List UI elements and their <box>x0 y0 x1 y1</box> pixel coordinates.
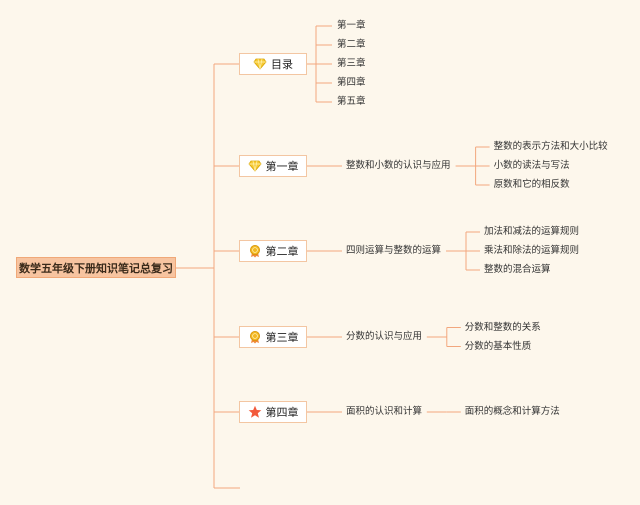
medal-icon <box>248 330 262 344</box>
topic-label[interactable]: 四则运算与整数的运算 <box>346 245 442 256</box>
leaf-item[interactable]: 小数的读法与写法 <box>493 160 570 171</box>
diamond-icon <box>253 57 267 71</box>
chapter-node-1[interactable]: 目录 <box>239 53 307 75</box>
leaf-item[interactable]: 分数的基本性质 <box>464 340 532 352</box>
topic-label[interactable]: 分数的认识与应用 <box>346 331 423 342</box>
chapter-label: 第二章 <box>265 245 299 258</box>
toc-item[interactable]: 第一章 <box>337 20 366 31</box>
star-icon <box>248 405 262 419</box>
root-label: 数学五年级下册知识笔记总复习 <box>19 261 173 275</box>
diamond-icon <box>247 159 262 173</box>
chapter-node-3[interactable]: 第二章 <box>239 240 307 262</box>
chapter-label: 第一章 <box>265 160 299 173</box>
chapter-label: 第三章 <box>265 331 299 344</box>
chapter-label: 目录 <box>271 58 293 71</box>
chapter-node-2[interactable]: 第一章 <box>239 155 307 177</box>
toc-item[interactable]: 第三章 <box>337 58 366 69</box>
leaf-item[interactable]: 整数的混合运算 <box>484 264 551 275</box>
root-node[interactable]: 数学五年级下册知识笔记总复习 <box>16 257 176 278</box>
leaf-item[interactable]: 整数的表示方法和大小比较 <box>493 141 608 152</box>
toc-item[interactable]: 第五章 <box>337 96 366 107</box>
leaf-item[interactable]: 加法和减法的运算规则 <box>484 226 580 237</box>
leaf-item[interactable]: 乘法和除法的运算规则 <box>484 245 580 256</box>
leaf-item[interactable]: 面积的概念和计算方法 <box>464 406 560 417</box>
chapter-node-4[interactable]: 第三章 <box>239 326 307 348</box>
chapter-label: 第四章 <box>265 406 299 419</box>
topic-label[interactable]: 整数和小数的认识与应用 <box>346 160 451 171</box>
toc-item[interactable]: 第四章 <box>337 77 366 88</box>
leaf-item[interactable]: 分数和整数的关系 <box>464 321 541 333</box>
topic-label[interactable]: 面积的认识和计算 <box>346 406 423 417</box>
toc-item[interactable]: 第二章 <box>337 39 366 50</box>
chapter-node-5[interactable]: 第四章 <box>239 401 307 423</box>
leaf-item[interactable]: 原数和它的相反数 <box>493 179 570 190</box>
medal-icon <box>248 244 262 258</box>
